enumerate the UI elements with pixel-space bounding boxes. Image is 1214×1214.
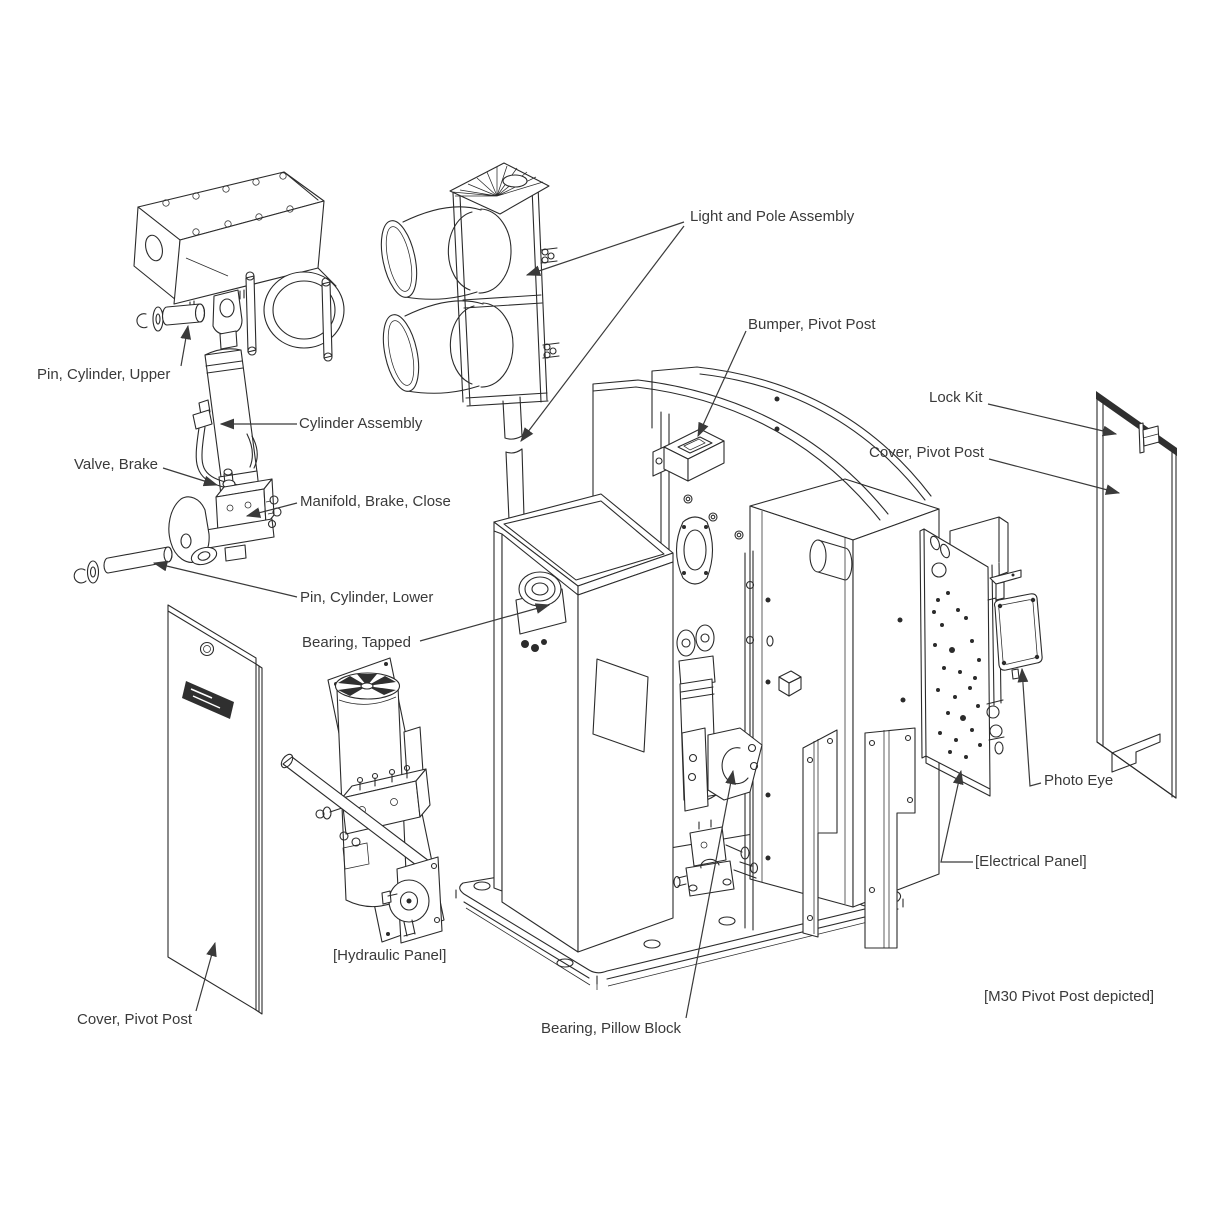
label-cylinder-assembly: Cylinder Assembly bbox=[299, 415, 423, 432]
cover-pivot-post-right-drawing bbox=[1096, 391, 1177, 799]
label-valve-brake: Valve, Brake bbox=[74, 456, 158, 473]
traffic-light-drawing bbox=[380, 162, 560, 407]
hydraulic-panel-drawing bbox=[280, 657, 445, 944]
electrical-panel-drawing bbox=[919, 516, 1043, 797]
saddle-clamp-drawing bbox=[133, 171, 345, 362]
label-electrical-panel: [Electrical Panel] bbox=[975, 853, 1087, 870]
label-bearing-pillow-block: Bearing, Pillow Block bbox=[541, 1020, 682, 1037]
lever-bracket-drawing bbox=[168, 496, 218, 566]
label-light-and-pole-assembly: Light and Pole Assembly bbox=[690, 208, 855, 225]
lower-pin-drawing bbox=[73, 546, 173, 584]
label-pin-cylinder-upper: Pin, Cylinder, Upper bbox=[37, 366, 171, 383]
label-cover-pivot-post-left: Cover, Pivot Post bbox=[77, 1011, 193, 1028]
pole-drawing bbox=[502, 396, 525, 521]
label-cover-pivot-post-right: Cover, Pivot Post bbox=[869, 444, 985, 461]
label-manifold-brake-close: Manifold, Brake, Close bbox=[300, 493, 451, 510]
label-bearing-tapped: Bearing, Tapped bbox=[302, 634, 411, 651]
label-lock-kit: Lock Kit bbox=[929, 389, 983, 406]
label-hydraulic-panel: [Hydraulic Panel] bbox=[333, 947, 447, 964]
leader-lines bbox=[152, 221, 1121, 1019]
label-pin-cylinder-lower: Pin, Cylinder, Lower bbox=[300, 589, 434, 606]
label-bumper-pivot-post: Bumper, Pivot Post bbox=[748, 316, 876, 333]
label-m30-note: [M30 Pivot Post depicted] bbox=[984, 988, 1155, 1005]
cover-pivot-post-left-drawing bbox=[167, 604, 263, 1015]
cylinder-assembly-drawing bbox=[192, 348, 260, 497]
upper-pin-drawing bbox=[136, 303, 206, 332]
pivot-post-main-drawing bbox=[455, 366, 940, 990]
label-photo-eye: Photo Eye bbox=[1044, 772, 1114, 789]
brake-valve-manifold-drawing bbox=[197, 468, 282, 562]
